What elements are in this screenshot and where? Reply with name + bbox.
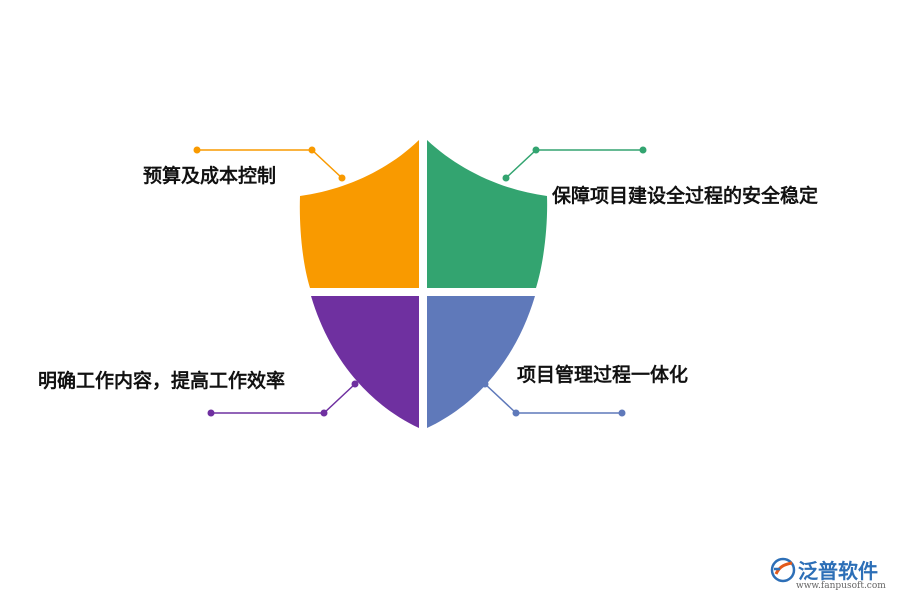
- connector-bottom-left: [207, 380, 359, 417]
- connector-top-right: [502, 146, 647, 182]
- logo-icon: [770, 557, 796, 583]
- connector-top-left: [193, 146, 346, 182]
- label-safety-stability: 保障项目建设全过程的安全稳定: [552, 185, 819, 207]
- label-budget-cost-control: 预算及成本控制: [143, 165, 277, 187]
- logo-brand-name: 泛普软件: [798, 559, 878, 583]
- connector-bottom-right: [481, 380, 626, 417]
- label-work-efficiency: 明确工作内容，提高工作效率: [38, 370, 286, 392]
- label-process-integration: 项目管理过程一体化: [517, 364, 689, 386]
- shield-segment-bottom-left: [311, 296, 419, 428]
- shield-segment-top-left: [299, 140, 419, 288]
- shield-segment-bottom-right: [427, 296, 535, 428]
- shield-segment-top-right: [427, 140, 548, 288]
- brand-logo: 泛普软件 www.fanpusoft.com: [768, 553, 893, 598]
- logo-url: www.fanpusoft.com: [796, 581, 886, 591]
